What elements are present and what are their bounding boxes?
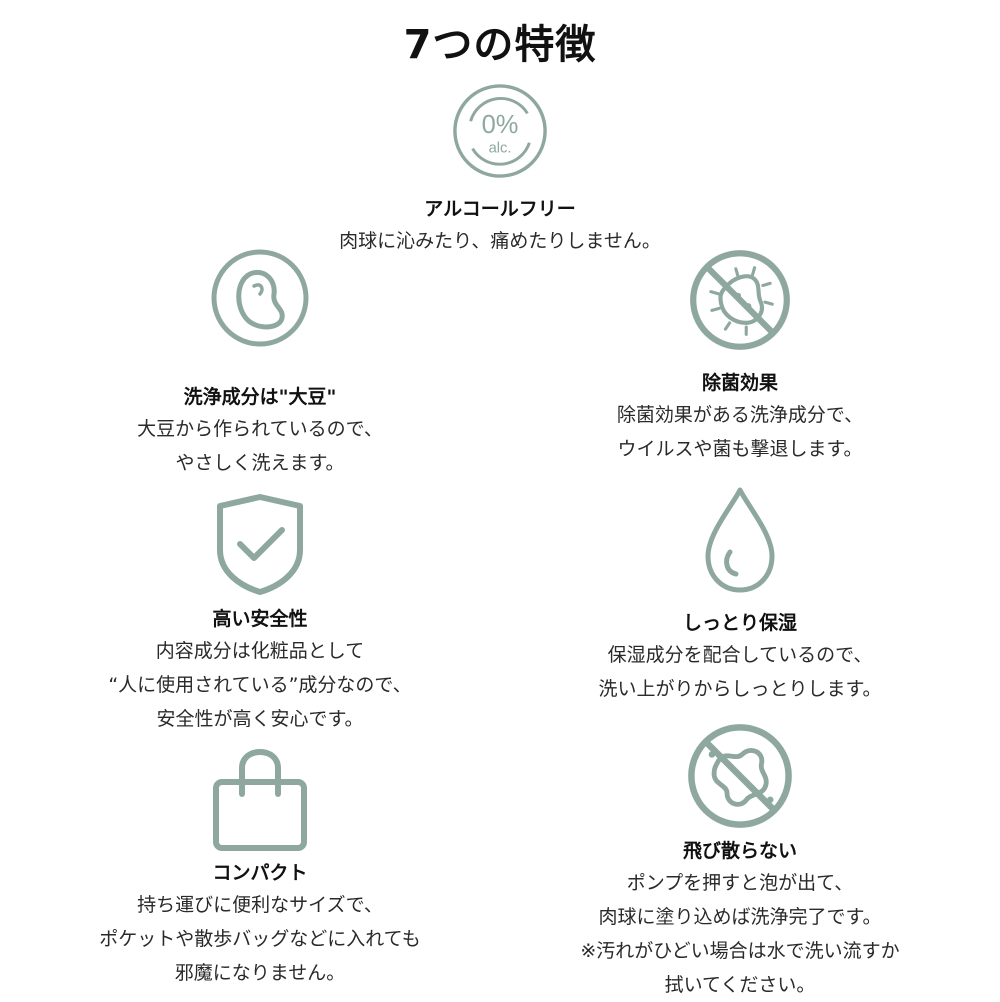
- feature-title: 飛び散らない: [682, 840, 797, 862]
- feature-description-line: ※汚れがひどい場合は水で洗い流すか: [580, 940, 900, 962]
- feature-description-line: 大豆から作られているので、: [137, 418, 383, 440]
- feature-disinfection: 除菌効果 除菌効果がある洗浄成分で、 ウイルスや菌も撃退します。: [510, 248, 970, 466]
- feature-moisturizing: しっとり保湿 保湿成分を配合しているので、 洗い上がりからしっとりします。: [510, 486, 970, 706]
- water-drop-icon: [705, 487, 775, 593]
- feature-description-line: 内容成分は化粧品として: [155, 640, 365, 662]
- feature-title: コンパクト: [212, 862, 308, 884]
- page-title: 7つの特徴: [403, 22, 597, 68]
- feature-description: 除菌効果がある洗浄成分で、 ウイルスや菌も撃退します。: [510, 398, 970, 466]
- feature-description-line: ウイルスや菌も撃退します。: [617, 438, 863, 460]
- feature-description-line: 安全性が高く安心です。: [156, 708, 364, 730]
- feature-compact: コンパクト 持ち運びに便利なサイズで、 ポケットや散歩バッグなどに入れても 邪魔…: [30, 748, 490, 990]
- feature-description: ポンプを押すと泡が出て、 肉球に塗り込めば洗浄完了です。 ※汚れがひどい場合は水…: [510, 866, 970, 1002]
- zero-percent-alcohol-icon: 0% alc.: [453, 84, 547, 178]
- feature-description-line: 肉球に沁みたり、痛めたりしません。: [339, 230, 661, 252]
- feature-description-line: ポケットや散歩バッグなどに入れても: [99, 928, 421, 950]
- feature-title: アルコールフリー: [424, 198, 576, 220]
- feature-safety: 高い安全性 内容成分は化粧品として “人に使用されている”成分なので、 安全性が…: [30, 492, 490, 736]
- shield-check-icon: [217, 494, 303, 595]
- feature-description-line: 邪魔になりません。: [174, 962, 346, 984]
- feature-description-line: ポンプを押すと泡が出て、: [626, 872, 854, 894]
- feature-description-line: やさしく洗えます。: [175, 452, 345, 474]
- feature-title: しっとり保湿: [682, 612, 797, 634]
- feature-description: 肉球に沁みたり、痛めたりしません。: [250, 224, 750, 258]
- feature-description-line: “人に使用されている”成分なので、: [108, 674, 412, 696]
- feature-description: 持ち運びに便利なサイズで、 ポケットや散歩バッグなどに入れても 邪魔になりません…: [30, 888, 490, 990]
- icon-text-alc: alc.: [489, 141, 512, 157]
- shopping-bag-icon: [213, 748, 307, 851]
- feature-title: 洗浄成分は"大豆": [183, 386, 337, 408]
- feature-description-line: 拭いてください。: [664, 974, 816, 996]
- feature-title: 高い安全性: [212, 608, 308, 630]
- feature-description: 内容成分は化粧品として “人に使用されている”成分なので、 安全性が高く安心です…: [30, 634, 490, 736]
- no-splash-icon: [688, 724, 792, 828]
- icon-text-percent: 0%: [482, 111, 519, 139]
- feature-description-line: 持ち運びに便利なサイズで、: [137, 894, 383, 916]
- soybean-icon: [211, 249, 309, 347]
- feature-description: 大豆から作られているので、 やさしく洗えます。: [30, 412, 490, 480]
- feature-description-line: 洗い上がりからしっとりします。: [598, 678, 882, 700]
- feature-description-line: 肉球に塗り込めば洗浄完了です。: [598, 906, 882, 928]
- feature-alcohol-free: 0% alc. アルコールフリー 肉球に沁みたり、痛めたりしません。: [250, 82, 750, 258]
- feature-title: 除菌効果: [701, 372, 778, 394]
- feature-description-line: 保湿成分を配合しているので、: [607, 644, 873, 666]
- feature-soybean: 洗浄成分は"大豆" 大豆から作られているので、 やさしく洗えます。: [30, 248, 490, 480]
- feature-description: 保湿成分を配合しているので、 洗い上がりからしっとりします。: [510, 638, 970, 706]
- no-germs-icon: [690, 250, 790, 350]
- feature-no-splash: 飛び散らない ポンプを押すと泡が出て、 肉球に塗り込めば洗浄完了です。 ※汚れが…: [510, 722, 970, 1002]
- feature-description-line: 除菌効果がある洗浄成分で、: [616, 404, 864, 426]
